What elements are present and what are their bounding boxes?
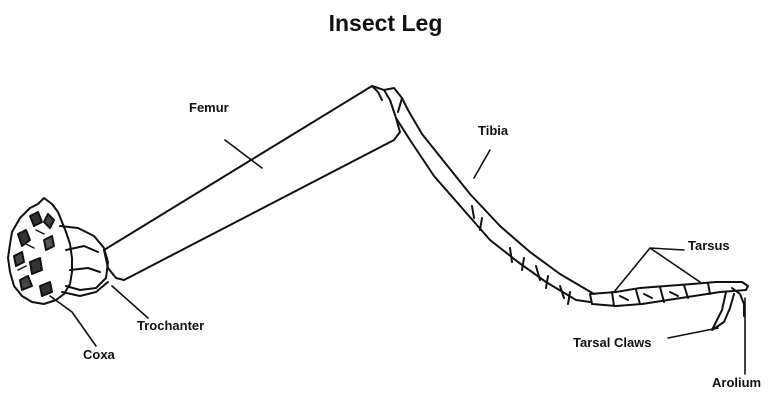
tarsus-label: Tarsus: [688, 238, 730, 253]
coxa-label: Coxa: [83, 347, 115, 362]
arolium-label: Arolium: [712, 375, 761, 390]
tarsal-claws-label: Tarsal Claws: [573, 335, 652, 350]
femur-label: Femur: [189, 100, 229, 115]
tarsus-leader: [614, 248, 700, 292]
diagram-title: Insect Leg: [0, 10, 771, 37]
femur-segment: [104, 86, 400, 280]
tibia-segment: [384, 88, 594, 304]
tibia-label: Tibia: [478, 123, 508, 138]
tibia-leader: [474, 150, 490, 178]
trochanter-leader: [112, 286, 148, 318]
tarsal-claws: [712, 288, 744, 330]
trochanter-label: Trochanter: [137, 318, 204, 333]
coxa-segment: [8, 198, 72, 304]
coxa-leader: [50, 296, 96, 346]
tarsal-claws-leader: [668, 328, 718, 338]
